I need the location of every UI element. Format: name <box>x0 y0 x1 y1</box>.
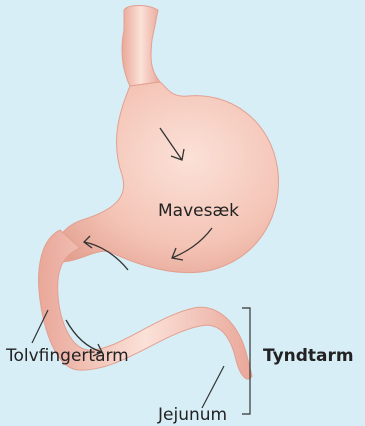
label-small-intestine: Tyndtarm <box>263 348 354 365</box>
label-jejunum: Jejunum <box>158 407 227 424</box>
esophagus-shape <box>122 6 160 87</box>
jejunum-leader <box>202 366 224 408</box>
stomach-shape <box>56 82 279 273</box>
label-duodenum: Tolvfingertarm <box>6 348 129 365</box>
label-stomach: Mavesæk <box>158 203 239 220</box>
